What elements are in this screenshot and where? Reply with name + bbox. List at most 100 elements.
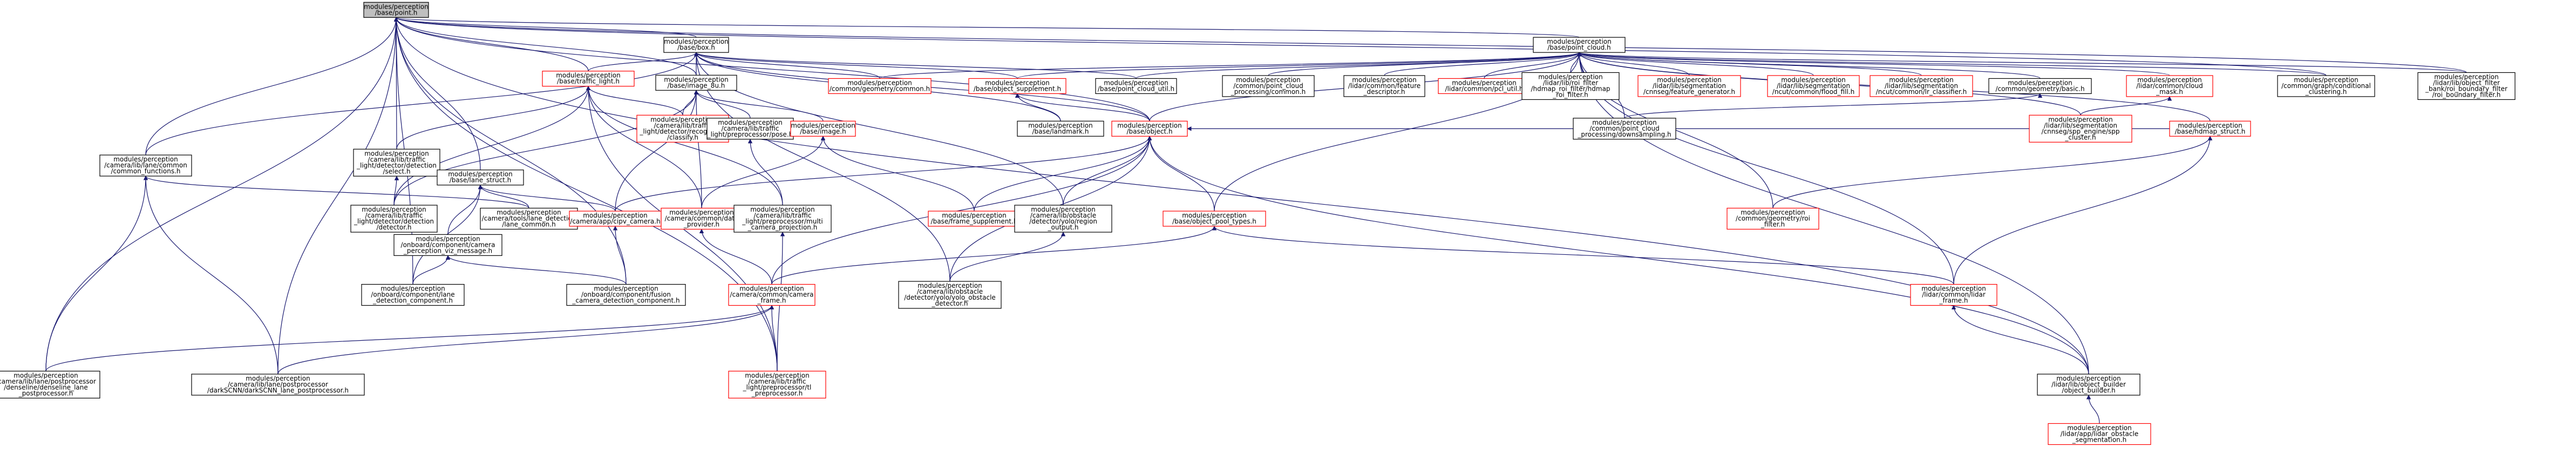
node-hdmap-roi-filter[interactable]: modules/perception/lidar/lib/roi_filter/… [1521, 72, 1620, 100]
node-box [728, 284, 815, 306]
node-label-line: _camera_projection.h [747, 224, 818, 231]
node-box [1870, 75, 1973, 97]
node-label-line: /denseline/denseline_lane [4, 383, 88, 391]
node-darkscnn-postprocessor[interactable]: modules/perception/camera/lib/lane/postp… [191, 374, 365, 396]
node-label-line: /camera/lib/lane/postprocessor [0, 377, 96, 385]
node-label-line: modules/perception [1741, 209, 1805, 217]
edge-pcl-util-to-point-cloud [1484, 52, 1582, 79]
edge-point-cloud-to-point [394, 17, 1580, 38]
node-box [1111, 120, 1188, 137]
node-label-line: modules/perception [380, 285, 445, 293]
node-label-line: /ncut/common/lr_classifier.h [1876, 88, 1967, 96]
node-label-line: /camera/lib/traffic [754, 212, 812, 219]
node-label-line: _detection_component.h [372, 297, 453, 305]
node-label-line: modules/perception [739, 285, 804, 293]
node-landmark[interactable]: modules/perception/base/landmark.h [1017, 120, 1104, 137]
node-region-output[interactable]: modules/perception/camera/lib/obstacle/d… [1014, 205, 1112, 233]
node-label-line: /hdmap_roi_filter/hdmap [1531, 85, 1610, 92]
node-multi-camera-projection[interactable]: modules/perception/camera/lib/traffic_li… [733, 205, 832, 233]
node-perception-cc-message[interactable]: modules/perception/onboard/component/cam… [393, 234, 502, 256]
node-feature-descriptor[interactable]: modules/perception/lidar/common/feature_… [1343, 75, 1425, 97]
node-downsampling[interactable]: modules/perception/common/point_cloud_pr… [1573, 118, 1676, 140]
node-yolo-obstacle-detector[interactable]: modules/perception/camera/lib/obstacle/d… [898, 281, 1002, 309]
node-label-line: /camera/lib/traffic [749, 377, 806, 385]
node-box [2048, 423, 2151, 445]
node-pcl-util[interactable]: modules/perception/lidar/common/pcl_util… [1438, 78, 1531, 94]
node-label-line: /base/frame_supplement.h [931, 218, 1018, 225]
edge-spp-camera-to-image-8u [615, 90, 699, 212]
node-point-cloud-util[interactable]: modules/perception/base/point_cloud_util… [1095, 78, 1177, 94]
node-point-cloud-processing-common[interactable]: modules/perception/common/point_cloud_pr… [1222, 75, 1315, 97]
node-conditional-clustering[interactable]: modules/perception/common/graph/conditio… [2277, 75, 2375, 97]
node-common-geometry-common[interactable]: modules/perception/common/geometry/commo… [828, 78, 932, 94]
node-camera-common-functions[interactable]: modules/perception/camera/lib/lane/commo… [99, 154, 192, 177]
node-hdmap-struct[interactable]: modules/perception/base/hdmap_struct.h [2169, 120, 2251, 137]
node-label-line: /common/geometry/common.h [830, 85, 930, 92]
node-label-line: /roi_boundary_filter.h [2432, 91, 2501, 98]
node-tl-pose[interactable]: modules/perception/camera/lib/traffic_li… [706, 118, 794, 140]
node-point-cloud[interactable]: modules/perception/base/point_cloud.h [1533, 37, 1626, 53]
edge-spp-camera-to-object [615, 136, 1152, 212]
edge-denseline-postprocessor-to-camera-frame [45, 305, 774, 371]
node-box [2169, 120, 2251, 137]
node-label-line: /darkSCNN/darkSCNN_lane_postprocessor.h [207, 387, 349, 394]
node-data-provider[interactable]: modules/perception/camera/common/data_pr… [661, 207, 743, 230]
node-geometry-basic[interactable]: modules/perception/common/geometry/basic… [1988, 78, 2092, 94]
node-box[interactable]: modules/perception/base/box.h [663, 37, 729, 53]
node-label-line: _mask.h [2156, 88, 2183, 96]
edge-object-builder-to-lidar-frame [1951, 305, 2089, 374]
node-cloud-mask[interactable]: modules/perception/lidar/common/cloud_ma… [2126, 75, 2213, 97]
node-label-line: modules/perception [2178, 121, 2242, 129]
edge-yolo-obstacle-detector-to-box [694, 52, 950, 282]
node-label-line: modules/perception [364, 3, 429, 10]
node-object[interactable]: modules/perception/base/object.h [1111, 120, 1188, 137]
node-label-line: modules/perception [113, 155, 178, 163]
node-fusion-camera-detection[interactable]: modules/perception/onboard/component/fus… [566, 284, 686, 306]
edge-lane-common-to-camera-common-functions [143, 175, 529, 209]
node-label-line: modules/perception [1182, 212, 1247, 219]
edge-object-to-point [393, 17, 1150, 121]
node-box [1095, 78, 1177, 94]
node-lane-detection-component[interactable]: modules/perception/onboard/component/lan… [361, 284, 465, 306]
node-roi-boundary-filter[interactable]: modules/perception/lidar/lib/object_filt… [2417, 72, 2516, 100]
node-camera-frame[interactable]: modules/perception/camera/common/camera_… [728, 284, 815, 306]
node-roi-filter-geom[interactable]: modules/perception/common/geometry/roi_f… [1727, 207, 1819, 230]
node-tl-select[interactable]: modules/perception/camera/lib/traffic_li… [353, 148, 440, 177]
node-object-supplement[interactable]: modules/perception/base/object_supplemen… [968, 78, 1066, 94]
edge-cloud-mask-to-point-cloud [1577, 52, 2170, 76]
node-spp-seg-segmentation[interactable]: modules/perception/lidar/app/lidar_obsta… [2048, 423, 2151, 445]
node-denseline-postprocessor[interactable]: modules/perception/camera/lib/lane/postp… [0, 370, 100, 398]
edge-point-cloud-util-to-box [694, 52, 1137, 79]
node-label-line: _perception_viz_message.h [403, 247, 492, 254]
node-ncut-flood-fill[interactable]: modules/perception/lidar/lib/segmentatio… [1767, 75, 1860, 97]
node-image-8u[interactable]: modules/perception/base/image_8u.h [655, 75, 737, 91]
node-point[interactable]: modules/perception/base/point.h [363, 2, 429, 18]
node-image[interactable]: modules/perception/base/image.h [790, 120, 856, 137]
node-label-line: /lidar/lib/roi_filter [1543, 79, 1598, 86]
node-object-builder[interactable]: modules/perception/lidar/lib/object_buil… [2037, 374, 2140, 396]
node-label-line: modules/perception [2137, 76, 2202, 84]
node-frame-supplement[interactable]: modules/perception/base/frame_supplement… [928, 211, 1021, 227]
node-lane-struct[interactable]: modules/perception/base/lane_struct.h [437, 170, 524, 186]
edge-camera-frame-to-object-pool-types [771, 226, 1217, 285]
edge-camera-frame-to-data-provider [699, 228, 772, 285]
edge-point-cloud-processing-common-to-point-cloud [1268, 52, 1581, 76]
node-label-line: /onboard/component/fusion [581, 291, 671, 299]
node-spp-camera[interactable]: modules/perception/camera/app/cipv_camer… [569, 211, 662, 227]
node-traffic-light[interactable]: modules/perception/base/traffic_light.h [542, 71, 635, 87]
edge-roi-boundary-filter-to-point-cloud [1577, 52, 2467, 73]
node-tl-detector[interactable]: modules/perception/camera/lib/traffic_li… [350, 205, 438, 233]
node-feature-generator[interactable]: modules/perception/lidar/lib/segmentatio… [1637, 75, 1741, 97]
node-label-line: /camera/common/camera [730, 291, 813, 299]
node-label-line: /lidar/lib/segmentation [2044, 121, 2117, 129]
node-lidar-frame[interactable]: modules/perception/lidar/common/lidar_fr… [1910, 284, 1997, 306]
node-object-pool-types[interactable]: modules/perception/base/object_pool_type… [1163, 211, 1266, 227]
node-lane-common[interactable]: modules/perception/camera/tools/lane_det… [480, 207, 578, 230]
node-label-line: modules/perception [718, 119, 783, 126]
node-lr-classifier[interactable]: modules/perception/lidar/lib/segmentatio… [1870, 75, 1973, 97]
node-tl-preprocessor[interactable]: modules/perception/camera/lib/traffic_li… [728, 370, 826, 398]
node-box [1767, 75, 1860, 97]
node-spp-cluster[interactable]: modules/perception/lidar/lib/segmentatio… [2029, 114, 2132, 143]
node-label-line: /base/landmark.h [1032, 127, 1089, 135]
node-label-line: _frame.h [1939, 297, 1968, 305]
